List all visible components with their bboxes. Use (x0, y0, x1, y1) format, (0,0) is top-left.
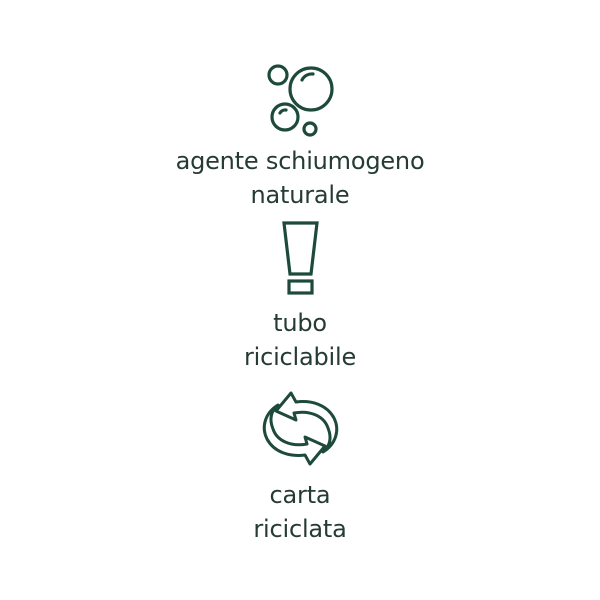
feature-label-line: naturale (250, 181, 350, 209)
bubbles-icon (267, 64, 334, 137)
feature-label-line: riciclata (253, 515, 347, 543)
feature-label-recyclable-tube: tubo riciclabile (0, 306, 600, 374)
feature-label-line: carta (269, 481, 331, 509)
feature-label-recycled-paper: carta riciclata (0, 478, 600, 546)
feature-label-foaming-agent: agente schiumogeno naturale (0, 144, 600, 212)
feature-label-line: tubo (273, 309, 327, 337)
recycle-icon (262, 391, 339, 466)
feature-label-line: riciclabile (243, 343, 357, 371)
feature-label-line: agente schiumogeno (175, 147, 425, 175)
tube-icon (282, 221, 319, 295)
